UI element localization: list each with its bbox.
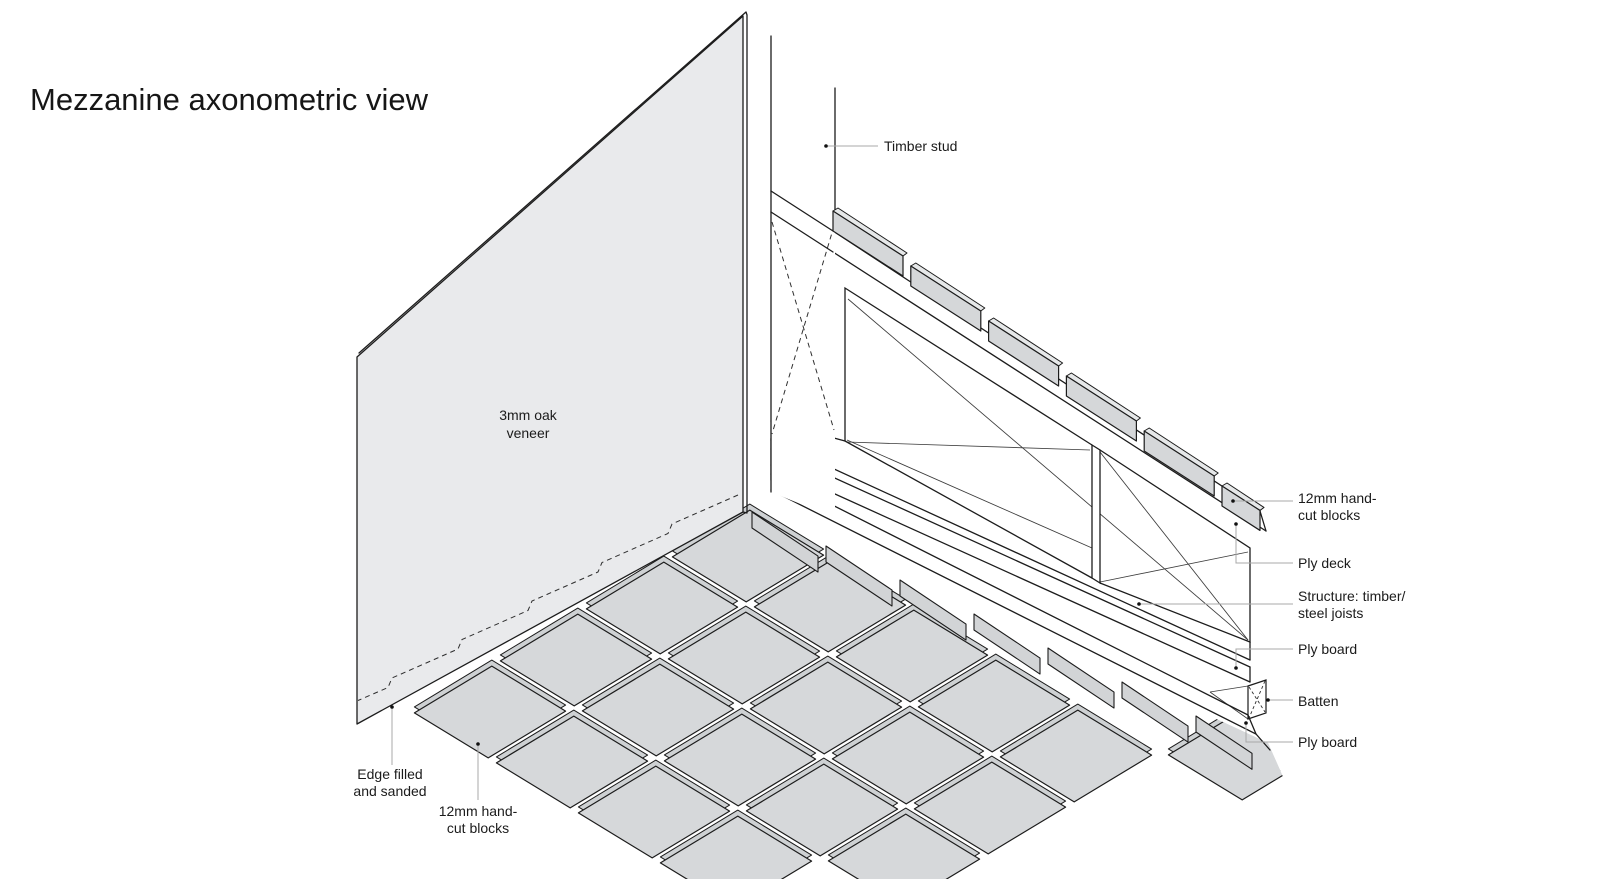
block-tile bbox=[749, 661, 903, 755]
block-edge-face bbox=[1121, 681, 1189, 743]
ply-deck-label: Ply deck bbox=[1298, 555, 1352, 571]
joist-brace-line bbox=[1099, 551, 1249, 583]
joist-opening-2 bbox=[1099, 449, 1251, 643]
chord-bottom-line bbox=[770, 439, 1251, 661]
veneer-face bbox=[356, 15, 744, 725]
joist-brace-line bbox=[846, 441, 1091, 451]
deck-block bbox=[910, 265, 982, 332]
block-tile bbox=[831, 711, 985, 805]
veneer-wall-panel bbox=[356, 11, 748, 725]
joist-brace-line bbox=[846, 439, 1093, 549]
timber-stud-label: Timber stud bbox=[884, 138, 957, 154]
block-tile bbox=[585, 561, 739, 655]
block-tile bbox=[745, 763, 899, 857]
structure-label-line1: Structure: timber/ bbox=[1298, 588, 1405, 604]
batten-label: Batten bbox=[1298, 693, 1338, 709]
deck-block bbox=[832, 210, 904, 277]
deck-block bbox=[1065, 375, 1138, 442]
deck-block-row bbox=[832, 207, 1265, 532]
block-tile bbox=[581, 663, 735, 757]
block-tile bbox=[999, 709, 1153, 803]
joist-web bbox=[1091, 443, 1101, 585]
block-tile bbox=[413, 665, 567, 759]
edge-label-line2: and sanded bbox=[353, 783, 426, 799]
block-edge-face bbox=[1047, 647, 1115, 709]
stud-plane-fill bbox=[771, 36, 835, 518]
blocks-bottom-label-line2: cut blocks bbox=[447, 820, 509, 836]
joist-brace-line bbox=[1099, 451, 1249, 641]
block-tile bbox=[659, 815, 813, 879]
structure-label-line2: steel joists bbox=[1298, 605, 1363, 621]
deck-block bbox=[1221, 485, 1261, 532]
blocks-bottom-label-line1: 12mm hand- bbox=[439, 803, 518, 819]
block-edge-faces bbox=[751, 511, 1253, 770]
stud-wall bbox=[770, 35, 836, 518]
batten-x-mark bbox=[1248, 680, 1266, 719]
block-tile bbox=[667, 611, 821, 705]
block-tile bbox=[913, 761, 1067, 855]
deck-block bbox=[987, 320, 1060, 387]
ply-board-upper-top bbox=[770, 448, 1251, 668]
block-edge-face bbox=[751, 511, 819, 573]
blocks-top-label-line1: 12mm hand- bbox=[1298, 490, 1377, 506]
edge-label-line1: Edge filled bbox=[357, 766, 422, 782]
block-edge-face bbox=[1195, 715, 1253, 770]
block-tile bbox=[671, 509, 825, 603]
callout-leaders bbox=[390, 144, 1293, 800]
joist-brace-line bbox=[847, 298, 1249, 641]
blocks-top-label-line2: cut blocks bbox=[1298, 507, 1360, 523]
callout-labels: Mezzanine axonometric view 3mm oak venee… bbox=[30, 82, 1405, 836]
block-tile bbox=[835, 609, 989, 703]
block-edge-face bbox=[825, 545, 893, 607]
block-edge-face bbox=[899, 579, 967, 641]
ply-board-lower-label: Ply board bbox=[1298, 734, 1357, 750]
wall-label-line2: veneer bbox=[507, 425, 550, 441]
block-tile bbox=[663, 713, 817, 807]
page-title: Mezzanine axonometric view bbox=[30, 82, 429, 117]
deck-block bbox=[1143, 430, 1215, 497]
deck-lines-through-studs bbox=[770, 190, 834, 253]
wall-label-line1: 3mm oak bbox=[499, 407, 558, 423]
block-tile bbox=[495, 715, 649, 809]
stud-bracing-x bbox=[771, 221, 835, 435]
ply-board-lower-top bbox=[770, 473, 1249, 716]
block-tile bbox=[827, 813, 981, 879]
veneer-thickness-edges bbox=[358, 11, 748, 514]
block-edge-face bbox=[973, 613, 1041, 675]
block-tile bbox=[917, 659, 1071, 753]
ply-deck-end-cut bbox=[1259, 510, 1267, 532]
batten-section bbox=[1247, 679, 1267, 720]
ply-board-lower-end-cut bbox=[1247, 714, 1257, 735]
ply-board-upper-label: Ply board bbox=[1298, 641, 1357, 657]
block-tile bbox=[577, 765, 731, 859]
joist-opening-1-bottom bbox=[844, 440, 1093, 579]
ply-board-upper-bottom bbox=[770, 464, 1251, 683]
block-tile bbox=[499, 613, 653, 707]
joist-opening-1 bbox=[844, 286, 1093, 446]
